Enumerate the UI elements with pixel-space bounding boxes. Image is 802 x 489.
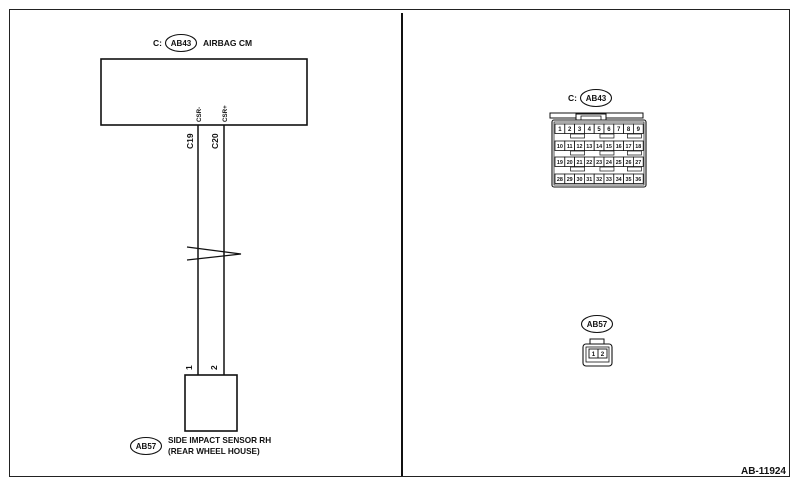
ab43-pin-label: 20 [567, 160, 573, 166]
terminal-c19: C19 [185, 133, 195, 149]
airbag-cm-prefix: C: [153, 38, 162, 48]
ab43-pin-label: 32 [596, 177, 602, 183]
ab43-key-tab [570, 133, 585, 139]
ab43-pin-label: 17 [626, 144, 632, 150]
diagram-frame [9, 9, 790, 477]
ab43-key-tab [570, 166, 585, 172]
ab43-pin-label: 35 [626, 177, 632, 183]
ab57-label-oval [580, 314, 614, 334]
sensor-box [184, 374, 238, 432]
ab43-pin-label: 14 [596, 144, 602, 150]
airbag-cm-name: AIRBAG CM [203, 38, 252, 48]
ab43-pin-label: 28 [557, 177, 563, 183]
ab43-prefix: C: [568, 93, 577, 103]
ab43-pin-label: 16 [616, 144, 622, 150]
ab43-label: AB43 [586, 94, 607, 103]
ab57-pin-1: 1 [592, 351, 596, 358]
ab43-pin-label: 36 [635, 177, 641, 183]
ab43-pin-label: 19 [557, 160, 563, 166]
ab43-key-tab [599, 133, 615, 139]
ab43-pin-label: 10 [557, 144, 563, 150]
ab43-pin-label: 8 [627, 127, 631, 133]
ab57-label: AB57 [587, 320, 608, 329]
ab43-pin-label: 13 [586, 144, 592, 150]
ab43-pin-label: 31 [586, 177, 592, 183]
ab43-pin-label: 25 [616, 160, 622, 166]
ab43-key-tab [627, 133, 642, 139]
terminal-c20: C20 [210, 133, 220, 149]
ab57-pin-2: 2 [601, 351, 605, 358]
ab43-pin-label: 4 [588, 127, 592, 133]
ab43-pin-cell [633, 140, 644, 151]
terminal-csr-minus: CSR- [196, 107, 203, 122]
ab43-pin-cell [633, 173, 644, 184]
ab43-key-tab [627, 166, 642, 172]
sensor-name-line1: SIDE IMPACT SENSOR RH [168, 436, 271, 445]
figure-id: AB-11924 [741, 466, 786, 477]
ab43-pin-label: 7 [617, 127, 621, 133]
sensor-name-line2: (REAR WHEEL HOUSE) [168, 447, 260, 456]
ab43-pin-label: 3 [578, 127, 582, 133]
ab43-pin-label: 34 [616, 177, 622, 183]
ab43-pin-label: 12 [577, 144, 583, 150]
ab43-pin-label: 11 [567, 144, 573, 150]
ab43-pin-label: 22 [586, 160, 592, 166]
terminal-csr-plus: CSR+ [222, 105, 229, 122]
ab43-key-tab [599, 166, 615, 172]
ab43-pin-label: 2 [568, 127, 572, 133]
ab43-pin-label: 6 [607, 127, 611, 133]
ab43-pin-label: 30 [577, 177, 583, 183]
sensor-connector-label: AB57 [136, 442, 157, 451]
ab43-key-tab [599, 150, 615, 156]
ab43-pin-label: 1 [558, 127, 562, 133]
ab43-label-oval [579, 88, 613, 108]
ab43-pin-label: 33 [606, 177, 612, 183]
airbag-cm-connector-label: AB43 [171, 39, 192, 48]
ab43-pin-label: 18 [635, 144, 641, 150]
ab43-pin-label: 29 [567, 177, 573, 183]
ab43-pin-cell [633, 123, 644, 134]
ab43-pin-label: 26 [626, 160, 632, 166]
ab43-pin-cell [633, 156, 644, 167]
sensor-connector-oval [129, 436, 163, 456]
twisted-pair-symbol [186, 246, 242, 261]
sensor-pin-1: 1 [184, 365, 194, 370]
sensor-pin-2: 2 [209, 365, 219, 370]
ab43-pin-label: 15 [606, 144, 612, 150]
airbag-cm-box [100, 58, 308, 126]
ab43-key-tab [570, 150, 585, 156]
ab43-pin-label: 21 [577, 160, 583, 166]
ab57-connector-face: 1 2 [582, 338, 613, 367]
airbag-cm-connector-oval [164, 33, 198, 53]
ab43-pin-label: 24 [606, 160, 612, 166]
ab43-pin-label: 5 [597, 127, 601, 133]
ab43-pin-label: 27 [635, 160, 641, 166]
ab43-pin-label: 23 [596, 160, 602, 166]
ab43-key-tab [627, 150, 642, 156]
ab43-pin-label: 9 [637, 127, 641, 133]
